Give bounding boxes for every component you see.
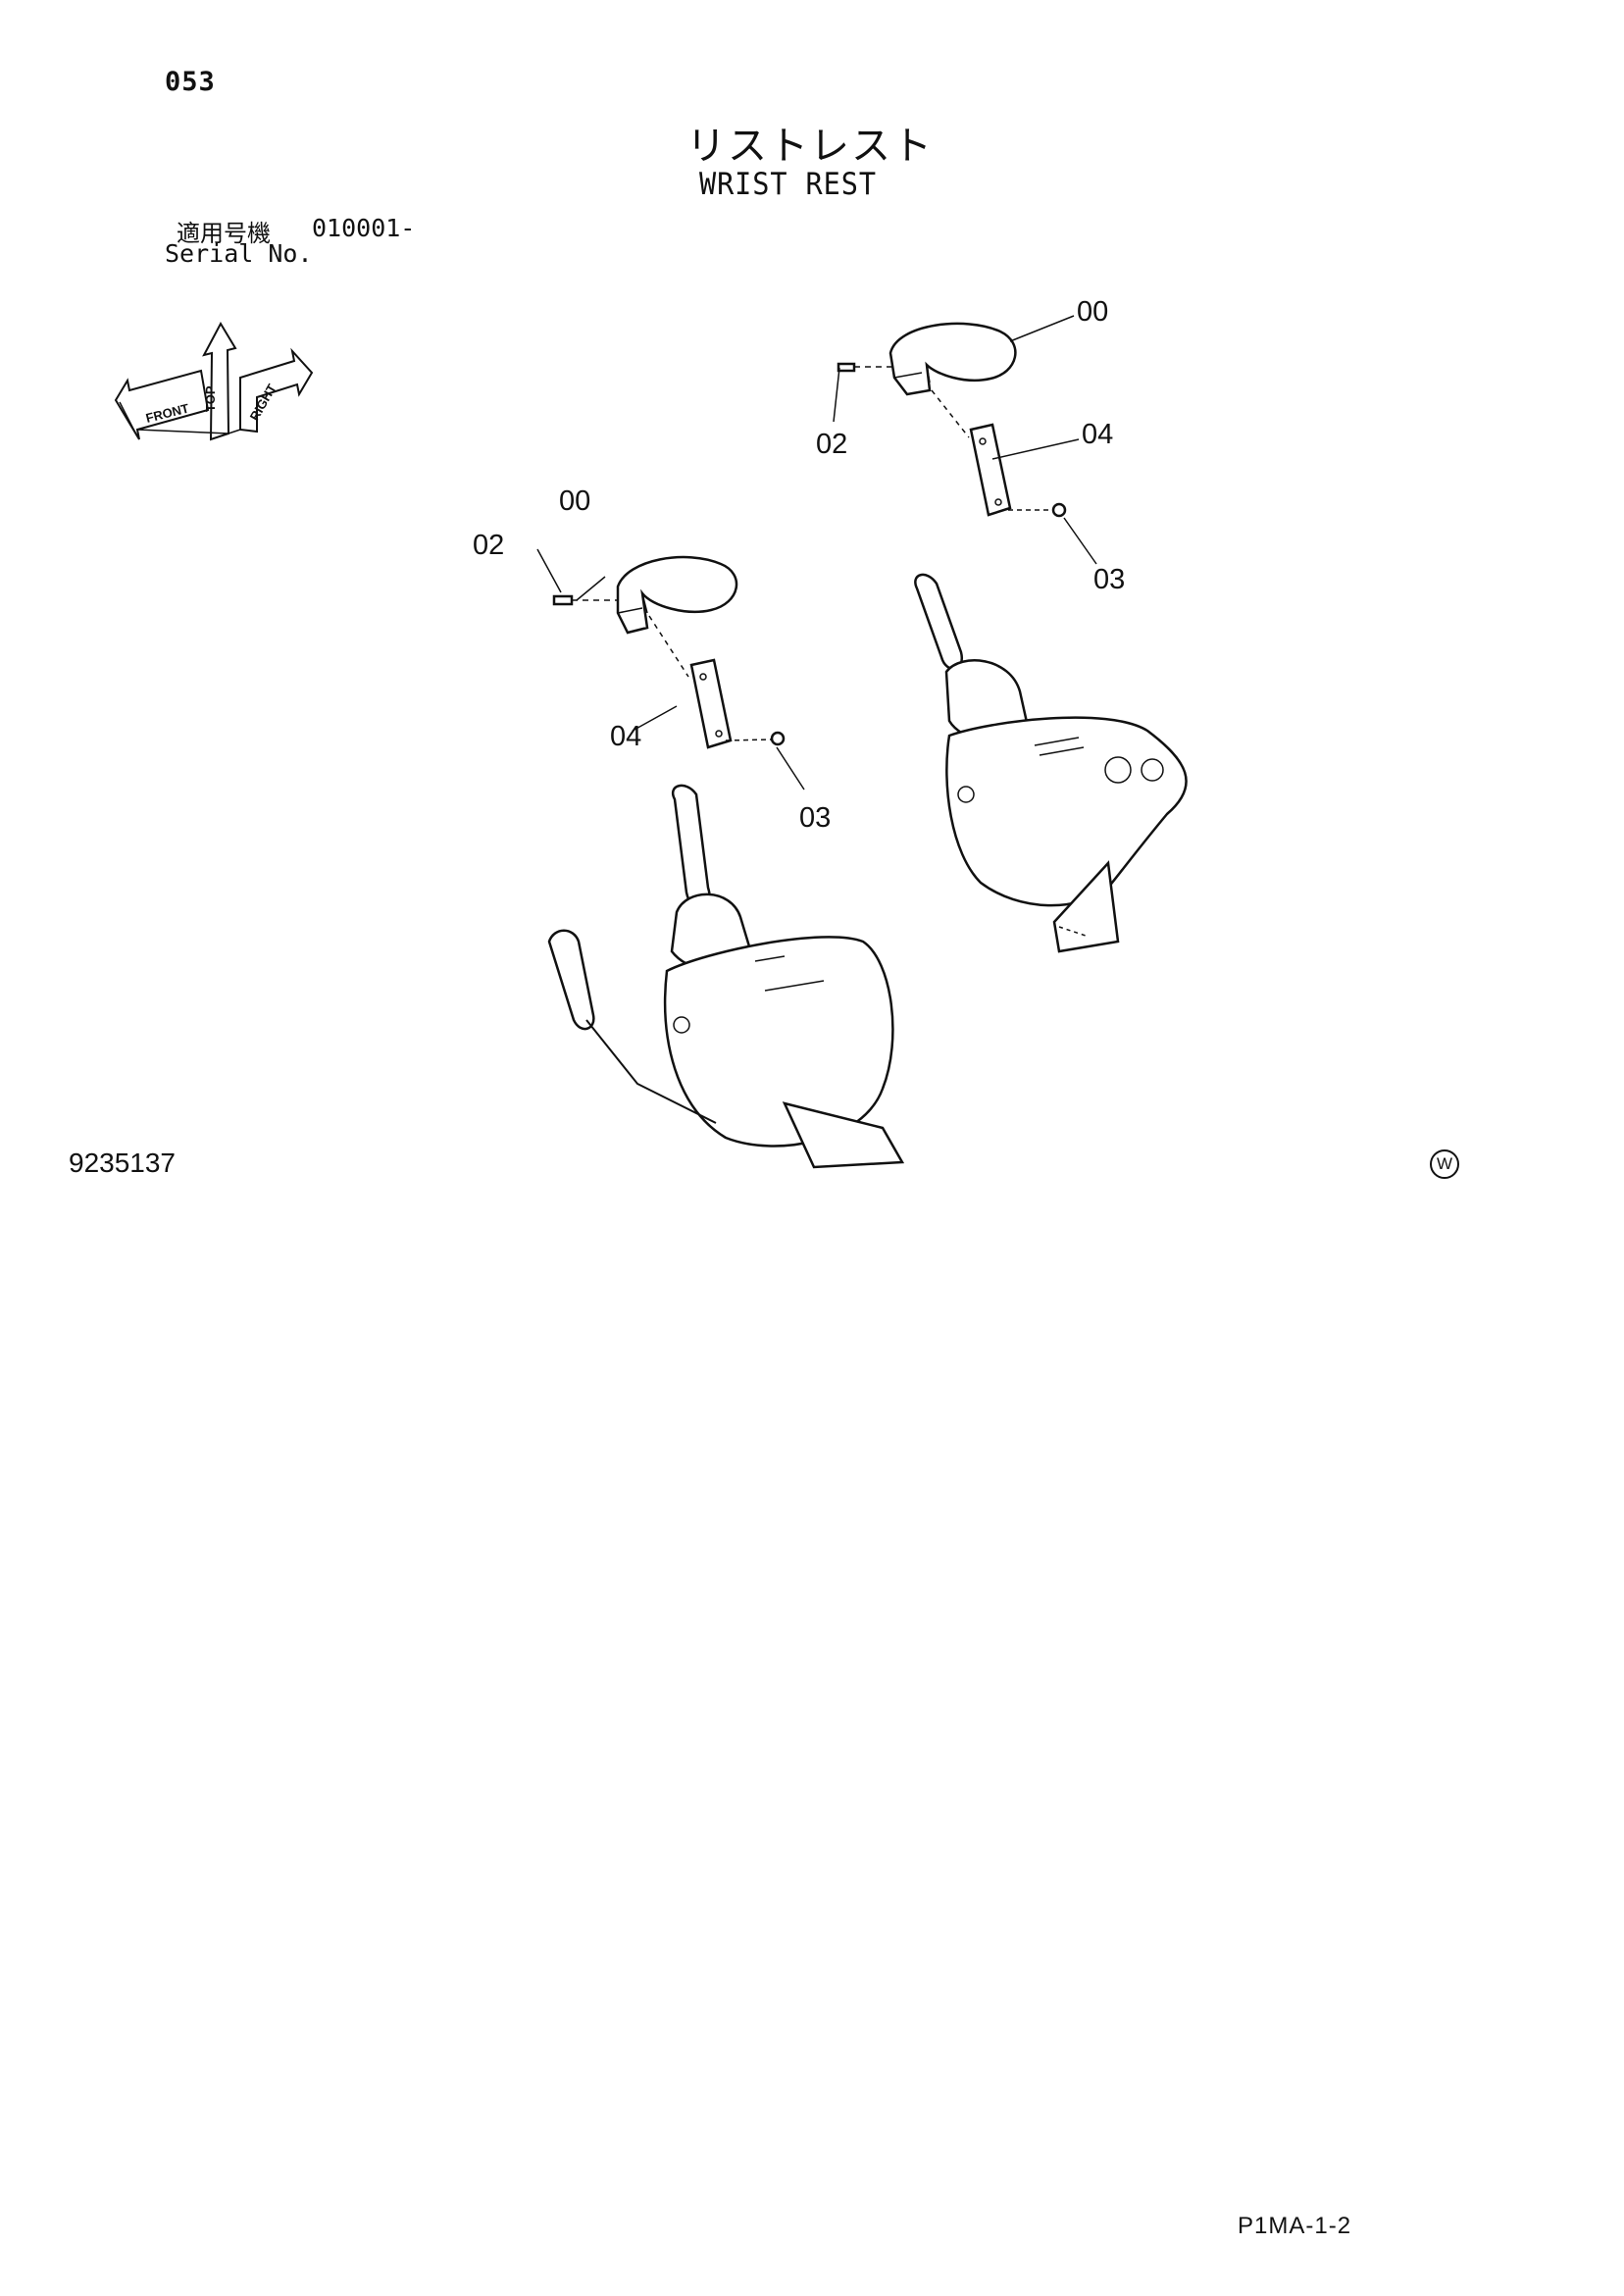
right-bolt <box>837 362 892 373</box>
right-callout-bolt: 02 <box>816 429 847 460</box>
right-callout-bracket: 04 <box>1082 419 1113 450</box>
circled-w-mark: W <box>1430 1149 1459 1179</box>
left-bolt <box>552 594 618 606</box>
serial-label-japanese: 適用号機 <box>177 220 271 247</box>
title-english: WRIST REST <box>699 167 877 202</box>
left-callout-bracket: 04 <box>610 721 641 752</box>
orientation-indicator: FRONT TOP RIGHT <box>114 321 314 441</box>
left-leader-lines <box>536 548 805 791</box>
orient-top-label: TOP <box>203 385 218 412</box>
title-japanese: リストレスト <box>686 124 934 169</box>
left-armrest-pad <box>616 555 738 635</box>
page-reference: P1MA-1-2 <box>1238 2213 1352 2239</box>
right-control-lever <box>914 573 1188 953</box>
page-number: 053 <box>165 67 216 97</box>
serial-label-english: Serial No. <box>165 239 313 268</box>
left-callout-nut: 03 <box>799 802 831 834</box>
serial-value: 010001- <box>312 214 416 242</box>
left-callout-armrest: 00 <box>559 485 590 517</box>
left-control-lever <box>547 784 905 1169</box>
left-bracket <box>648 615 733 749</box>
right-callout-nut: 03 <box>1093 564 1125 595</box>
left-nut <box>725 731 786 746</box>
right-leader-lines <box>833 315 1097 565</box>
right-callout-armrest: 00 <box>1077 296 1108 328</box>
orient-right-label: RIGHT <box>247 382 279 424</box>
left-callout-bolt: 02 <box>473 530 504 561</box>
right-bracket <box>931 389 1012 517</box>
right-nut <box>1008 502 1067 518</box>
right-armrest-pad <box>888 322 1017 396</box>
drawing-number: 9235137 <box>69 1148 177 1178</box>
